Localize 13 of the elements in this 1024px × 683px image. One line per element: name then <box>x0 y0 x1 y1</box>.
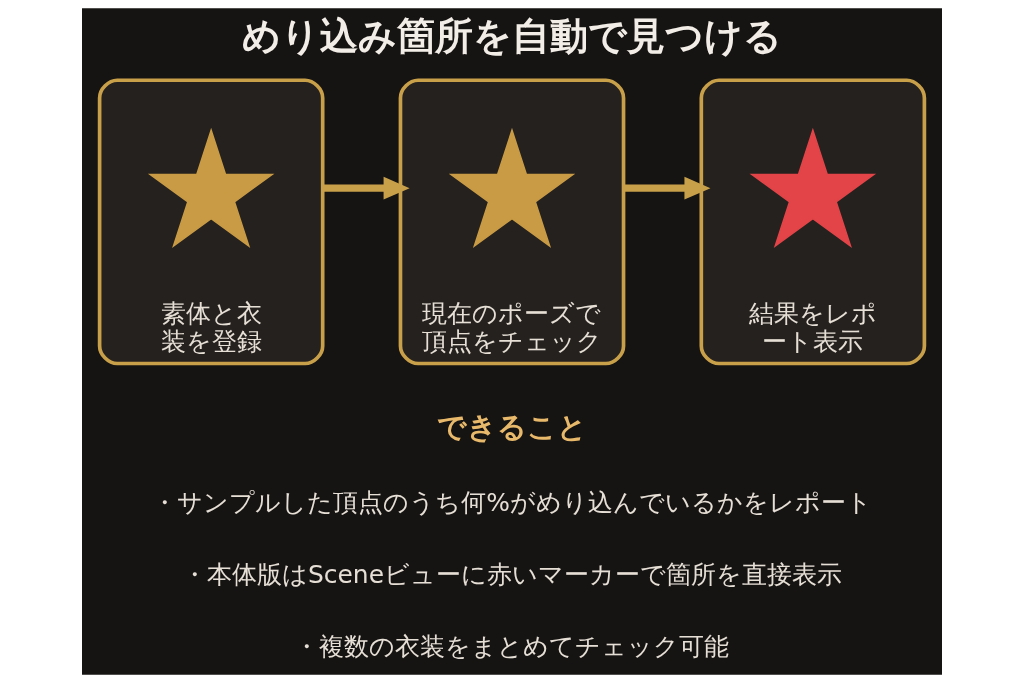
node-gear <box>448 127 576 249</box>
cluster: 結果をレポート表示 <box>699 78 927 366</box>
label: ・本体版はSceneビューに赤いマーカーで箇所を直接表示 <box>181 560 843 590</box>
cluster: 現在のポーズで頂点をチェック <box>398 78 626 366</box>
label: できること <box>437 409 588 444</box>
label: ・サンプルした頂点のうち何%がめり込んでいるかをレポート <box>152 488 872 518</box>
label: ・複数の衣装をまとめてチェック可能 <box>294 631 730 661</box>
node-gear <box>147 127 275 249</box>
diagram-title: めり込み箇所を自動で見つける <box>241 14 782 59</box>
cluster: 素体と衣装を登録 <box>97 78 325 366</box>
arrow <box>623 176 711 200</box>
node-gear <box>749 127 877 249</box>
arrow <box>322 176 410 200</box>
